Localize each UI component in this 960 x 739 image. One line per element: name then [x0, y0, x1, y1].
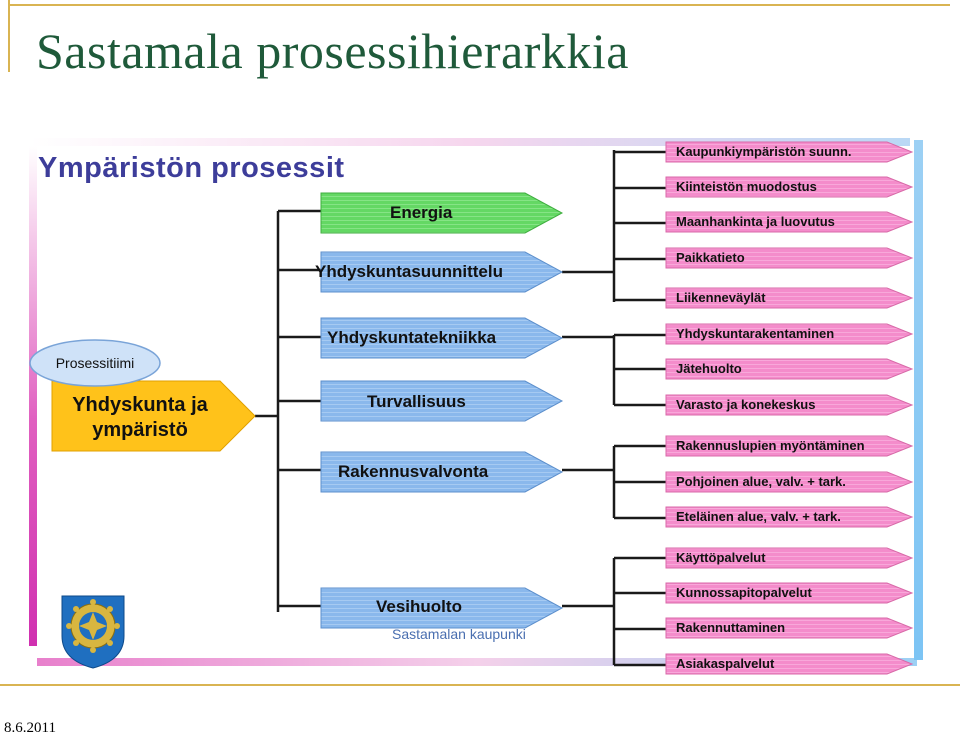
subprocess-shape-7 [665, 358, 914, 380]
process-shape-rakennusvalvonta [320, 451, 564, 493]
subprocess-label-15: Asiakaspalvelut [676, 656, 775, 671]
process-label-vesihuolto: Vesihuolto [376, 597, 462, 616]
subprocess-shape-8 [665, 394, 914, 416]
subprocess-label-3: Maanhankinta ja luovutus [676, 214, 835, 229]
connector-group-2 [562, 333, 667, 407]
connector-group-4 [562, 556, 667, 667]
process-shape-vesihuolto [320, 587, 564, 629]
process-label-yhdyskuntatekniikka: Yhdyskuntatekniikka [327, 328, 497, 347]
subprocess-shape-12 [665, 547, 914, 569]
subprocess-label-11: Eteläinen alue, valv. + tark. [676, 509, 841, 524]
subprocess-label-6: Yhdyskuntarakentaminen [676, 326, 835, 341]
subprocess-label-8: Varasto ja konekeskus [676, 397, 816, 412]
frame-band-right [914, 140, 923, 660]
frame-band-bottom [37, 658, 917, 666]
footer-line [0, 684, 960, 686]
subprocess-shape-5 [665, 287, 914, 309]
subprocess-label-1: Kaupunkiympäristön suunn. [676, 144, 852, 159]
subprocess-label-2: Kiinteistön muodostus [676, 179, 817, 194]
process-label-energia: Energia [390, 203, 453, 222]
root-process-shape [51, 380, 256, 452]
coat-of-arms-logo [61, 595, 125, 669]
root-process-label: Yhdyskunta ja ympäristö [72, 394, 208, 441]
subprocess-label-9: Rakennuslupien myöntäminen [676, 438, 865, 453]
process-shape-turvallisuus [320, 380, 564, 422]
process-shape-yhdyskuntatekniikka [320, 317, 564, 359]
subprocess-shape-6 [665, 323, 914, 345]
subprocess-label-12: Käyttöpalvelut [676, 550, 766, 565]
subprocess-shape-11 [665, 506, 914, 528]
subprocess-shape-2 [665, 176, 914, 198]
subprocess-shape-9 [665, 435, 914, 457]
diagram-heading: Ympäristön prosessit [38, 152, 345, 184]
process-label-rakennusvalvonta: Rakennusvalvonta [338, 462, 489, 481]
subprocess-shape-15 [665, 653, 914, 675]
subprocess-shape-10 [665, 471, 914, 493]
subprocess-shape-1 [665, 141, 914, 163]
city-label: Sastamalan kaupunki [392, 626, 526, 642]
connector-group-1 [562, 150, 667, 302]
subprocess-shape-4 [665, 247, 914, 269]
process-team-label: Prosessitiimi [55, 355, 135, 371]
process-team-ellipse [29, 339, 161, 387]
frame-band-top [30, 138, 910, 146]
frame-band-left [29, 146, 37, 646]
subprocess-label-13: Kunnossapitopalvelut [676, 585, 812, 600]
process-label-turvallisuus: Turvallisuus [367, 392, 466, 411]
process-shape-yhdyskuntasuunnittelu [320, 251, 564, 293]
subprocess-shape-13 [665, 582, 914, 604]
subprocess-label-10: Pohjoinen alue, valv. + tark. [676, 474, 846, 489]
subprocess-label-5: Liikenneväylät [676, 290, 766, 305]
title-frame-line-horizontal [10, 4, 950, 6]
subprocess-shape-3 [665, 211, 914, 233]
process-shape-energia [320, 192, 564, 234]
subprocess-label-14: Rakennuttaminen [676, 620, 786, 635]
slide-title: Sastamala prosessihierarkkia [36, 23, 629, 79]
subprocess-shape-14 [665, 617, 914, 639]
slide-date: 8.6.2011 [4, 720, 56, 736]
title-frame-line-vertical [8, 0, 10, 72]
subprocess-label-4: Paikkatieto [676, 250, 745, 265]
subprocess-label-7: Jätehuolto [676, 361, 742, 376]
connector-group-3 [562, 444, 667, 520]
process-label-yhdyskuntasuunnittelu: Yhdyskuntasuunnittelu [315, 262, 503, 281]
connector-root [255, 211, 280, 612]
